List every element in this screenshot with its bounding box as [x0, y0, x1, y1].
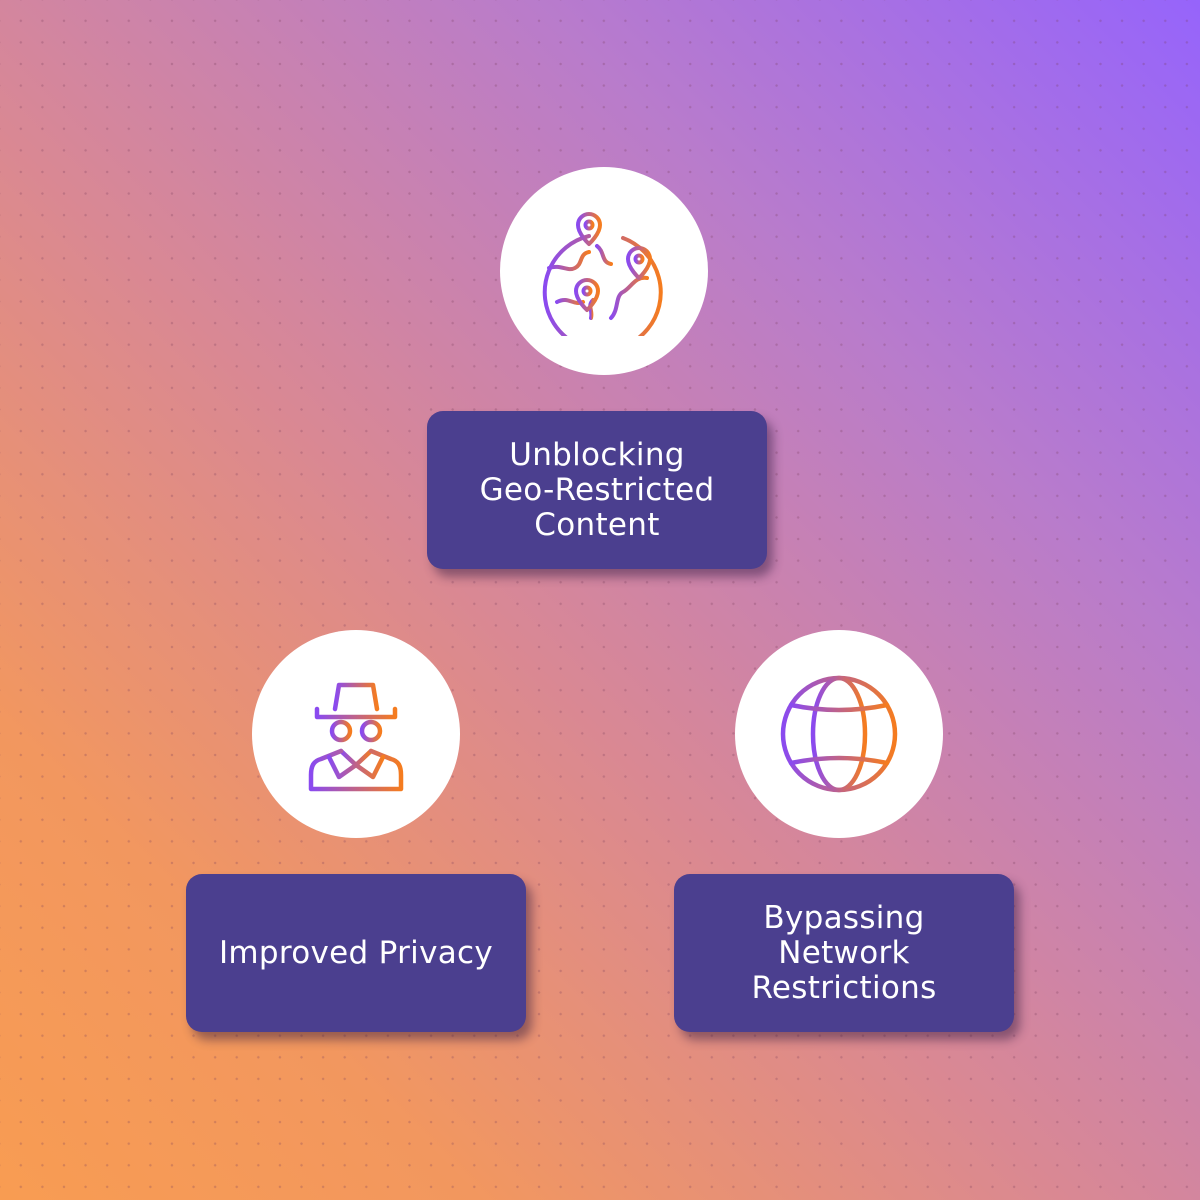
feature-label: Improved Privacy	[218, 934, 494, 971]
feature-box-geo-content: Unblocking Geo-Restricted Content	[427, 411, 767, 569]
feature-box-network: Bypassing Network Restrictions	[674, 874, 1014, 1032]
icon-circle-left	[252, 630, 460, 838]
globe-map-pins-icon	[542, 212, 663, 336]
feature-label: Bypassing Network Restrictions	[751, 899, 937, 1006]
feature-box-privacy: Improved Privacy	[186, 874, 526, 1032]
globe-grid-icon	[780, 675, 898, 793]
icon-circle-right	[735, 630, 943, 838]
icon-circle-top	[500, 167, 708, 375]
feature-label: Unblocking Geo-Restricted Content	[479, 436, 715, 543]
incognito-spy-icon	[308, 682, 404, 792]
